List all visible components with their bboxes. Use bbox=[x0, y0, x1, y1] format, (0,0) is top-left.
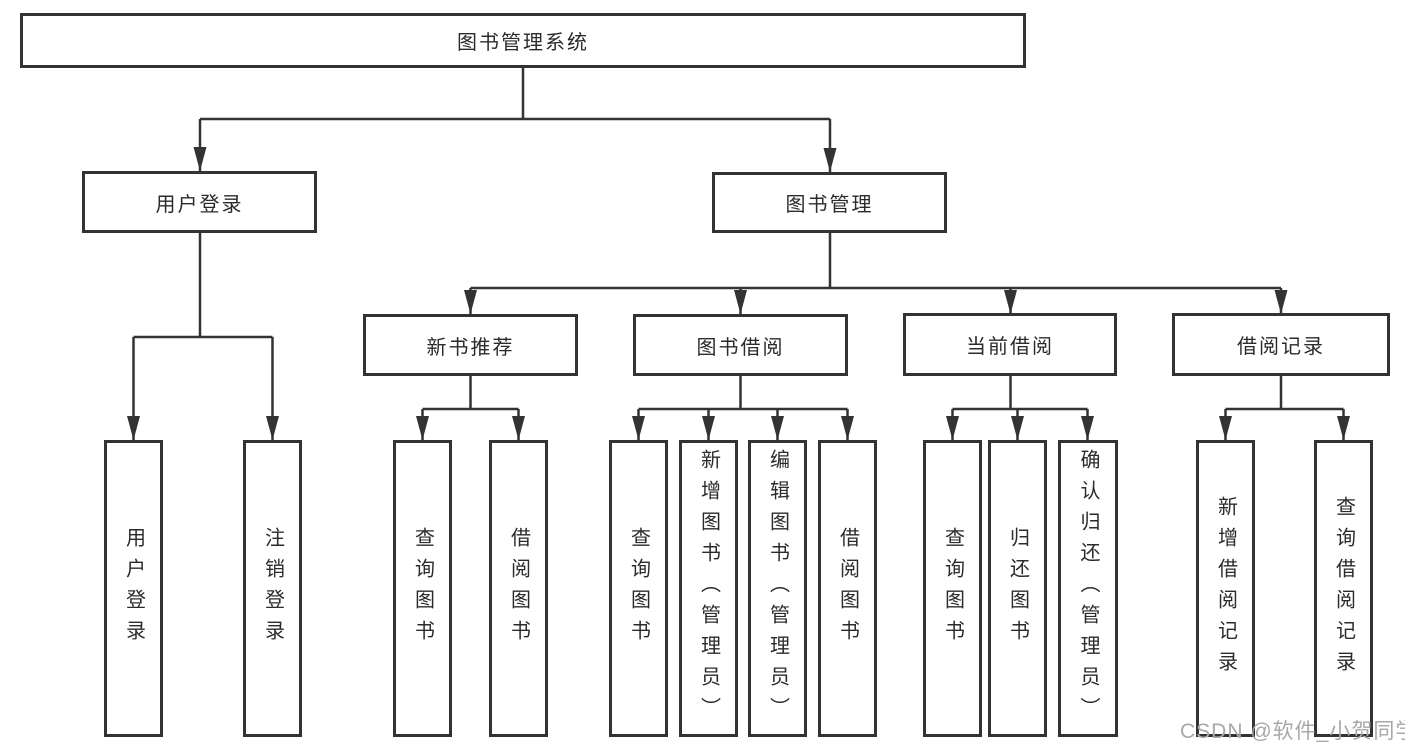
node-nr-query-books: 查询图书 bbox=[393, 440, 452, 737]
node-cb-return-books: 归还图书 bbox=[988, 440, 1047, 737]
node-book-management: 图书管理 bbox=[712, 172, 947, 233]
watermark: CSDN @软件_小贺同学 bbox=[1180, 720, 1405, 743]
node-br-query-record: 查询借阅记录 bbox=[1314, 440, 1373, 737]
node-login: 用户登录 bbox=[104, 440, 163, 737]
node-user-login: 用户登录 bbox=[82, 171, 317, 233]
node-logout: 注销登录 bbox=[243, 440, 302, 737]
node-current-borrowing: 当前借阅 bbox=[903, 313, 1117, 376]
node-nr-borrow-books: 借阅图书 bbox=[489, 440, 548, 737]
node-bb-edit-books-admin: 编辑图书（管理员） bbox=[748, 440, 807, 737]
node-br-add-record: 新增借阅记录 bbox=[1196, 440, 1255, 737]
node-new-book-recommend: 新书推荐 bbox=[363, 314, 578, 376]
edge-lines bbox=[132, 68, 1345, 440]
node-borrow-records: 借阅记录 bbox=[1172, 313, 1390, 376]
node-root-system: 图书管理系统 bbox=[20, 13, 1026, 68]
node-bb-add-books-admin: 新增图书（管理员） bbox=[679, 440, 738, 737]
node-book-borrowing: 图书借阅 bbox=[633, 314, 848, 376]
node-cb-confirm-return-admin: 确认归还（管理员） bbox=[1058, 440, 1118, 737]
node-bb-borrow-books: 借阅图书 bbox=[818, 440, 877, 737]
node-bb-query-books: 查询图书 bbox=[609, 440, 668, 737]
node-cb-query-books: 查询图书 bbox=[923, 440, 982, 737]
